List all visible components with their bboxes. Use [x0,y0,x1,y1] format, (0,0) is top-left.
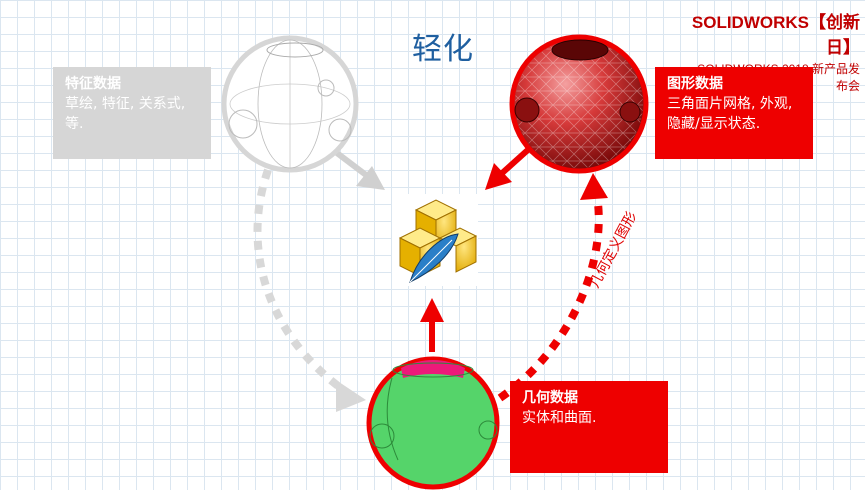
lightweight-feather-icon [392,194,478,286]
feature-wireframe-sphere-icon [221,35,359,173]
brand-line-1: SOLIDWORKS【创新日】 [691,13,860,57]
geometry-data-body: 实体和曲面. [522,410,597,426]
feature-data-body: 草绘, 特征, 关系式, 等. [65,96,186,132]
geometry-to-core-arrow [420,298,444,352]
feature-to-core-arrow [331,147,385,190]
feature-data-box: 特征数据 草绘, 特征, 关系式, 等. [53,67,211,159]
graphic-to-core-arrow [485,145,533,190]
page-title: 轻化 [412,32,474,67]
geometry-to-graphic-arrow [497,173,608,402]
graphic-data-body: 三角面片网格, 外观, 隐藏/显示状态. [667,96,793,132]
graphic-data-title: 图形数据 [667,76,723,92]
geometry-data-box: 几何数据 实体和曲面. [510,381,668,473]
feature-data-title: 特征数据 [65,76,121,92]
graphics-mesh-sphere-icon [509,34,649,174]
graphic-data-box: 图形数据 三角面片网格, 外观, 隐藏/显示状态. [655,67,813,159]
feature-to-geometry-arrow [253,168,366,412]
geometry-data-title: 几何数据 [522,390,578,406]
geometry-solid-sphere-icon [366,356,500,490]
